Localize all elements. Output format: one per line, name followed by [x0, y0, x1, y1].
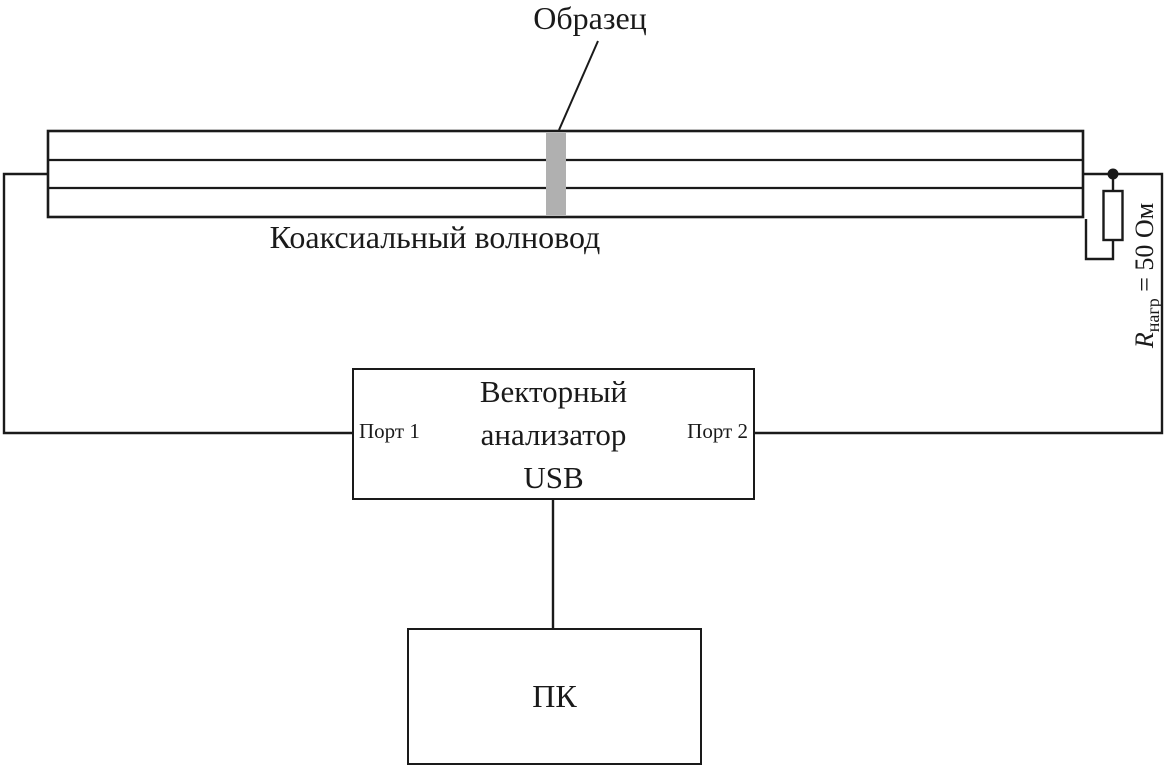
- port1-connection-line: [2, 172, 352, 435]
- pc-label: ПК: [532, 678, 577, 714]
- sample-block: [546, 133, 566, 215]
- sample-label: Образец: [533, 0, 647, 36]
- load-r-subscript: нагр: [1143, 298, 1164, 333]
- vector-analyzer-box: Векторный анализатор USB Порт 1 Порт 2: [352, 368, 755, 500]
- port2-connection-line: [753, 172, 1164, 435]
- load-r-symbol: R: [1130, 332, 1159, 349]
- analyzer-usb-label: USB: [523, 459, 584, 495]
- load-r-value: = 50 Ом: [1130, 202, 1159, 299]
- analyzer-title-line1: Векторный: [479, 373, 628, 409]
- pc-box: ПК: [407, 628, 702, 765]
- load-ground-lead-line: [1084, 219, 1115, 261]
- sample-pointer-line: [558, 40, 599, 131]
- port1-label: Порт 1: [359, 419, 420, 443]
- analyzer-title-line2: анализатор: [480, 416, 627, 452]
- waveguide-label: Коаксиальный волновод: [269, 219, 601, 255]
- load-resistor-label: Rнагр = 50 Ом: [1130, 168, 1164, 383]
- port2-label: Порт 2: [687, 419, 748, 443]
- load-resistor: [1102, 189, 1124, 242]
